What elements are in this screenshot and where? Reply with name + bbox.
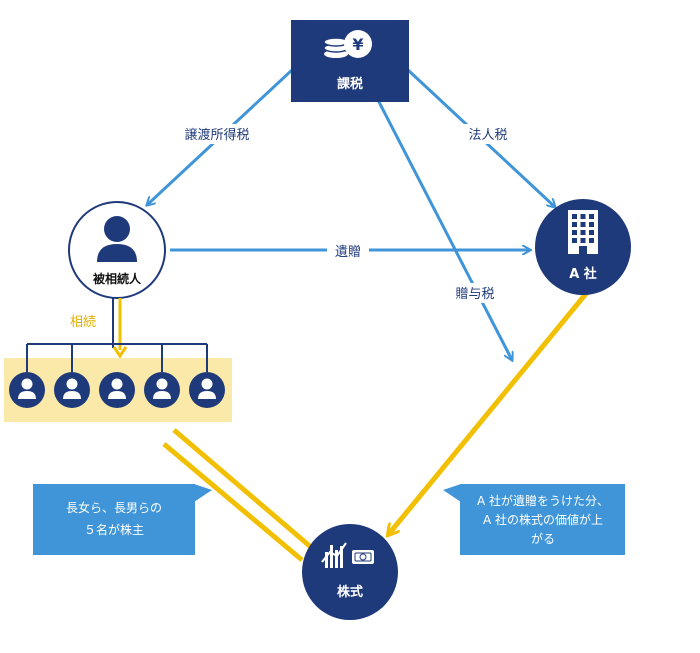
chart-money-icon — [321, 542, 374, 568]
label-gift-tax: 贈与税 — [455, 286, 494, 302]
label-bequest: 遺贈 — [335, 244, 361, 260]
heir-5 — [189, 372, 225, 408]
heir-3 — [99, 372, 135, 408]
decedent-node: 被相続人 — [68, 201, 166, 299]
shares-label: 株式 — [337, 584, 363, 600]
heir-2 — [54, 372, 90, 408]
label-inheritance: 相続 — [70, 315, 96, 330]
note-share-value: A 社が遺贈をうけた分、 A 社の株式の価値が上 がる — [443, 484, 625, 555]
building-icon — [568, 210, 598, 254]
svg-text:¥: ¥ — [352, 35, 363, 54]
heir-1 — [9, 372, 45, 408]
tax-label: 課税 — [337, 76, 363, 92]
heir-4 — [144, 372, 180, 408]
tax-box: ¥ 課税 — [291, 20, 409, 102]
label-transfer-income-tax: 譲渡所得税 — [184, 127, 249, 143]
note-shareholders: 長女ら、長男らの ５名が株主 — [33, 484, 212, 555]
inheritance-branch: 相続 — [70, 298, 128, 359]
coins-yen-icon: ¥ — [323, 30, 372, 58]
arrow-gift-tax — [376, 99, 512, 360]
company-node: A 社 — [535, 199, 631, 295]
note-right-line-3: がる — [531, 531, 555, 546]
company-label: A 社 — [569, 266, 597, 282]
label-corporate-tax: 法人税 — [468, 128, 507, 143]
note-right-line-2: A 社の株式の価値が上 — [483, 512, 603, 527]
decedent-label: 被相続人 — [93, 271, 142, 286]
note-right-line-1: A 社が遺贈をうけた分、 — [477, 493, 609, 508]
note-left-line-1: 長女ら、長男らの — [66, 500, 162, 515]
shares-node: 株式 — [302, 524, 398, 620]
share-flows — [162, 288, 591, 562]
note-left-line-2: ５名が株主 — [84, 522, 144, 537]
tax-arrows — [147, 68, 555, 360]
person-icon — [97, 216, 137, 262]
heirs-panel — [4, 343, 232, 422]
